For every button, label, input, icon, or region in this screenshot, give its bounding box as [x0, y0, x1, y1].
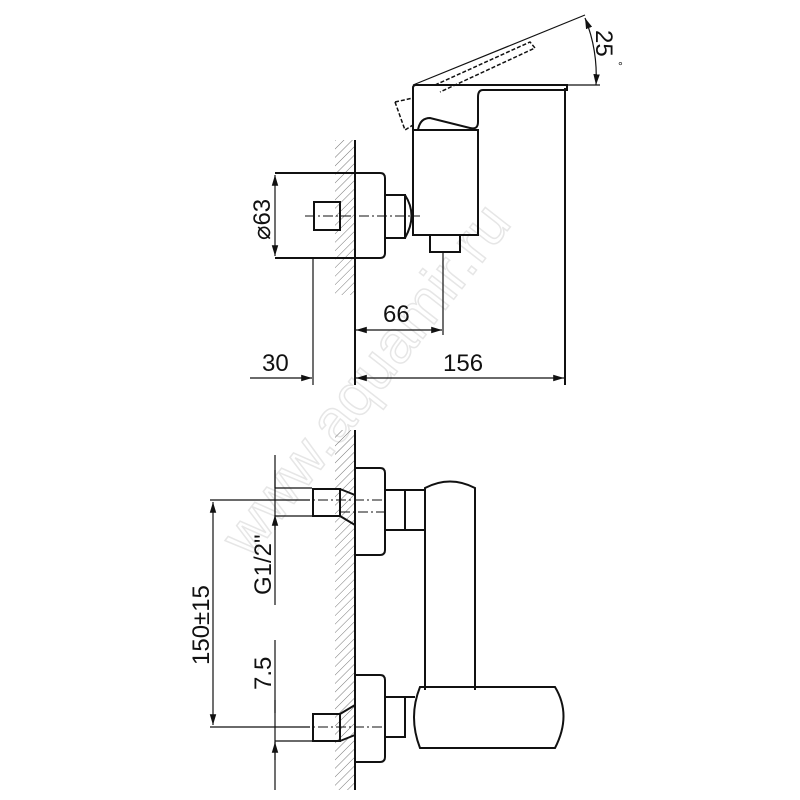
front-view: 150±15 G1/2" 7.5: [188, 430, 565, 790]
angle-arc: [584, 17, 600, 86]
upper-connector: [312, 488, 341, 517]
thread-offset-label: 7.5: [250, 657, 277, 690]
degree-symbol: °: [618, 59, 623, 73]
wall-hatch: [335, 430, 355, 790]
upper-nut: [385, 489, 426, 531]
thread-label: G1/2": [250, 534, 277, 595]
depth-label: 156: [443, 350, 483, 377]
wall-hatch: [335, 140, 355, 295]
lower-flange: [355, 674, 386, 763]
angle-line: [412, 14, 586, 86]
diameter-label: ⌀63: [249, 199, 276, 240]
wall-offset-label: 30: [262, 350, 289, 377]
center-distance-label: 150±15: [188, 585, 215, 665]
nut-curve: [404, 194, 413, 239]
outlet: [429, 234, 461, 253]
handle: [413, 686, 565, 749]
lever-raised-dashed: [394, 41, 537, 132]
outlet-offset-label: 66: [383, 301, 410, 328]
angle-label: 25: [590, 30, 617, 57]
body-column: [424, 480, 476, 690]
lever: [412, 84, 568, 131]
lower-nut: [385, 696, 415, 738]
side-view: 25 ° ⌀63 66 156 30: [249, 14, 623, 385]
connector-taper: [339, 488, 356, 742]
